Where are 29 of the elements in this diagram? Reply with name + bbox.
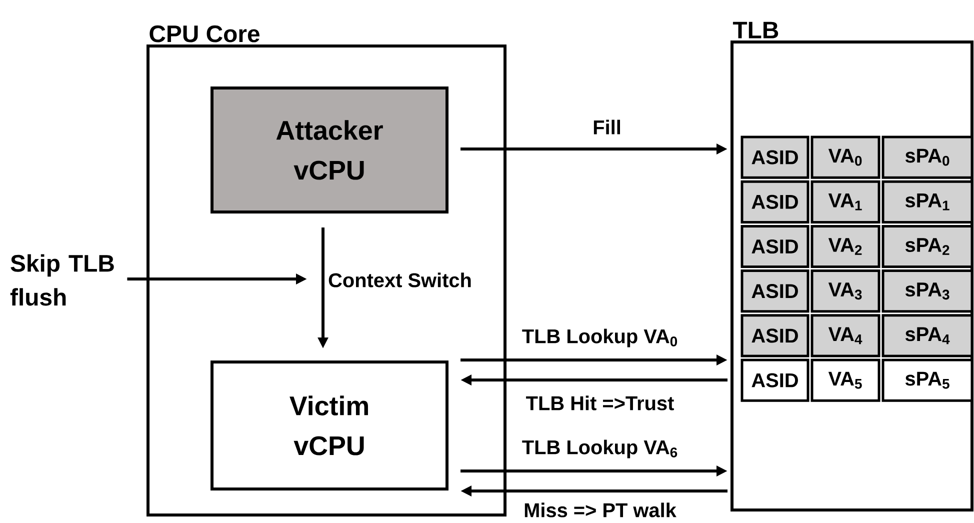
table-cell: sPA$_{4}$ (882, 314, 974, 358)
table-cell: ASID (740, 314, 810, 358)
table-cell: ASID (740, 358, 810, 402)
table-cell: VA$_{2}$ (810, 224, 880, 268)
table-cell: VA$_{4}$ (810, 314, 880, 358)
edge-label: Context Switch (328, 272, 471, 288)
table-cell: VA$_{1}$ (810, 180, 880, 224)
side-note: Skip TLB flush (10, 254, 114, 306)
table-cell: ASID (740, 180, 810, 224)
node-label: CPU Core (150, 25, 260, 42)
table-cell: ASID (740, 270, 810, 313)
table-cell: VA$_{3}$ (810, 270, 880, 313)
process-box: Attacker vCPU (210, 86, 448, 214)
table-cell: ASID (740, 136, 810, 179)
table-cell: sPA$_{3}$ (882, 270, 974, 313)
table-cell: sPA$_{2}$ (882, 224, 974, 268)
edge-label: Miss => PT walk (524, 502, 676, 518)
table-cell: VA$_{0}$ (810, 136, 880, 179)
edge-label: TLB Lookup VA$_{6}$ (522, 440, 678, 458)
table-cell: sPA$_{0}$ (882, 136, 974, 179)
process-box: Victim vCPU (210, 360, 448, 490)
table-cell: ASID (740, 224, 810, 268)
edge-label: TLB Hit =>Trust (526, 396, 674, 410)
edge-label: Fill (594, 120, 620, 134)
table-cell: sPA$_{1}$ (882, 180, 974, 224)
table-cell: VA$_{5}$ (810, 358, 880, 402)
edge-label: TLB Lookup VA$_{0}$ (522, 328, 678, 348)
node-label: TLB (732, 22, 778, 38)
table-cell: sPA$_{5}$ (882, 358, 974, 402)
